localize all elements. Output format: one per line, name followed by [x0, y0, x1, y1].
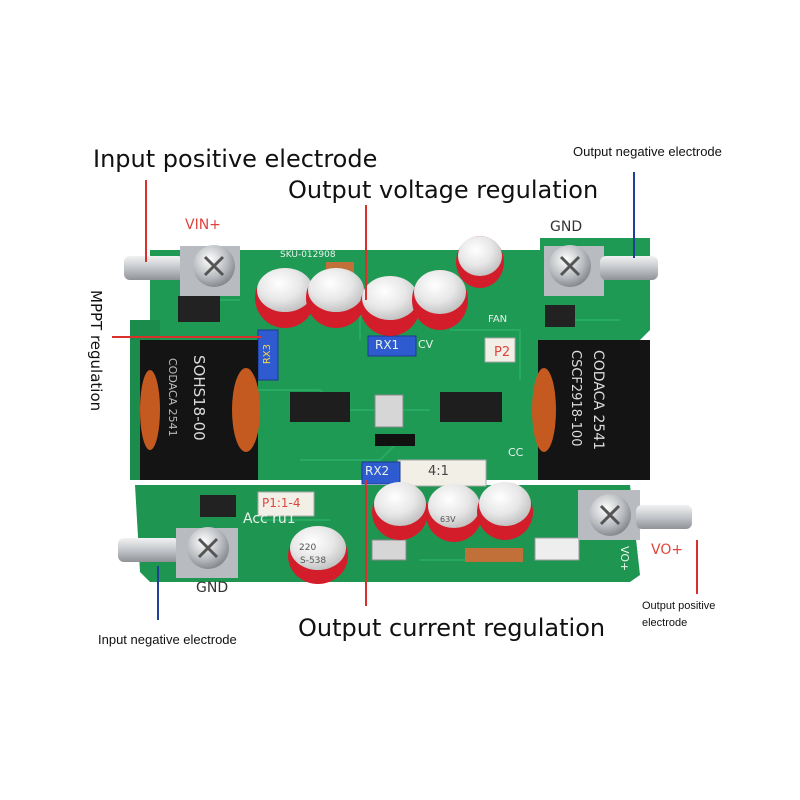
- connector-p1: [257, 491, 315, 517]
- terminal-vo-plus: [578, 490, 692, 540]
- label-vin-plus: VIN+: [185, 217, 221, 233]
- callout-output-current: Output current regulation: [298, 614, 606, 642]
- callout-output-negative: Output negative electrode: [573, 144, 722, 159]
- terminal-vin-plus: [124, 245, 240, 296]
- connector-p4: [397, 459, 487, 487]
- silk-fan: FAN: [488, 314, 508, 325]
- callout-output-positive-line1: Output positive: [642, 600, 716, 612]
- mosfet-top: [178, 296, 220, 322]
- silk-inductor-right-1: CODACA 2541: [590, 350, 606, 451]
- capacitors-top: [255, 236, 504, 336]
- ic-left: [290, 392, 350, 422]
- silk-cc: CC: [508, 446, 524, 459]
- mosfet-right: [545, 305, 575, 327]
- silk-p2: P2: [494, 345, 511, 360]
- silk-vo-plus: VO+: [618, 546, 631, 572]
- label-gnd-bottom: GND: [196, 580, 229, 596]
- trimpot-rx2: [361, 461, 401, 485]
- label-vo-plus: VO+: [651, 542, 684, 558]
- trimpot-rx1: [367, 335, 417, 357]
- resistor-copper-bottom: [465, 548, 523, 562]
- capacitors-bottom: [288, 482, 533, 584]
- callout-output-voltage: Output voltage regulation: [288, 176, 599, 204]
- silk-acc: Acc ru1: [243, 511, 296, 527]
- silk-cv: CV: [418, 338, 434, 351]
- silk-ratio: 4:1: [428, 464, 449, 479]
- callout-input-positive: Input positive electrode: [93, 145, 378, 173]
- callout-mppt: MPPT regulation: [87, 290, 105, 412]
- callout-output-positive-line2: electrode: [642, 617, 688, 629]
- terminal-gnd-top: [544, 245, 658, 296]
- silk-inductor-left-2: CODACA 2541: [166, 358, 179, 437]
- terminal-gnd-bottom: [118, 527, 238, 578]
- connector-fan: [484, 337, 516, 363]
- silk-rx3: RX3: [262, 344, 273, 365]
- silk-sku: SKU-012908: [280, 250, 336, 260]
- callout-input-negative: Input negative electrode: [98, 632, 237, 647]
- silk-inductor-left-1: SOHS18-00: [190, 355, 208, 441]
- silk-cap-lot: S-538: [300, 556, 327, 566]
- silk-rx2: RX2: [365, 464, 390, 478]
- silk-inductor-right-2: CSCF2918-100: [568, 350, 583, 447]
- resistor-pair: [534, 537, 580, 561]
- label-gnd-top: GND: [550, 219, 583, 235]
- ic-right: [440, 392, 502, 422]
- silk-cap-63v: 63V: [440, 515, 456, 524]
- chip-bottom-left: [200, 495, 236, 517]
- silk-rx1: RX1: [375, 338, 400, 352]
- shunt-bottom: [371, 539, 407, 561]
- shunt-center: [374, 394, 404, 428]
- inductor-left: [140, 340, 260, 480]
- silk-cap-220: 220: [299, 543, 317, 553]
- jumper-p3: [375, 434, 415, 446]
- silk-p1: P1:1-4: [262, 496, 301, 510]
- inductor-right: [532, 340, 650, 480]
